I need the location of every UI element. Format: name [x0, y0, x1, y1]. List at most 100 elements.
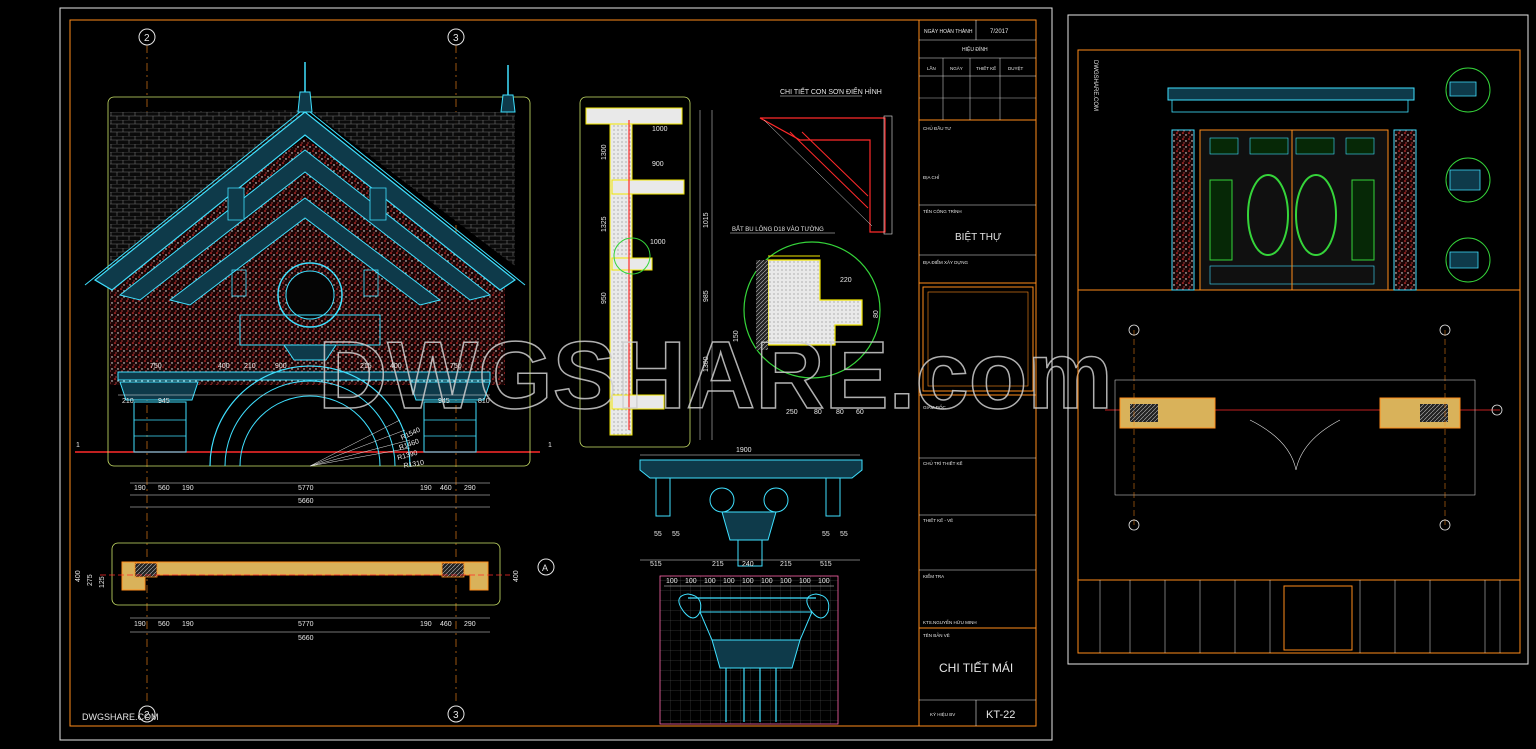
plan-dim-mid: 5770 [298, 621, 314, 628]
grid-label-2-top: 2 [144, 33, 150, 44]
capital-part-1: 515 [650, 561, 662, 568]
section-width-2: 900 [652, 161, 664, 168]
cornice-plan: A 190 560 190 190 460 290 5770 5660 400 … [75, 542, 555, 642]
dim-total: 5660 [298, 498, 314, 505]
grid-label-2-bottom: 2 [144, 710, 150, 721]
plan-dim-1: 190 [134, 621, 146, 628]
owner-label: CHỦ ĐẦU TƯ [923, 125, 951, 131]
ionic-grid-label: 100 [780, 578, 792, 585]
ionic-grid-label: 100 [799, 578, 811, 585]
checker-label: KIỂM TRA [923, 573, 944, 579]
dim-bottom-1: 190 [134, 485, 146, 492]
section-height-6: 1300 [703, 356, 710, 372]
revision-col-1: LẦN [927, 65, 936, 71]
ionic-grid-label: 100 [685, 578, 697, 585]
detail-dim-4: 80 [836, 409, 844, 416]
section-height-2: 1325 [601, 216, 608, 232]
dim-row-a-3: 210 [244, 363, 256, 370]
grid-bubble-3-top [447, 28, 465, 46]
dim-row-a-2: 400 [218, 363, 230, 370]
plan-dim-6: 290 [464, 621, 476, 628]
corbel-title: CHI TIẾT CON SƠN ĐIỂN HÌNH [780, 86, 882, 96]
sheet-label: KÝ HIỆU BV [930, 710, 955, 717]
dim-bottom-3: 190 [182, 485, 194, 492]
right-sheet: DWGSHARE.COM [1067, 14, 1529, 665]
capital-part-3: 240 [742, 561, 754, 568]
elevation-dimensions: 190 560 190 190 460 290 5770 5660 [130, 482, 490, 508]
section-height-5: 985 [703, 290, 710, 302]
plan-dim-total: 5660 [298, 635, 314, 642]
project-label: TÊN CÔNG TRÌNH [923, 207, 962, 214]
detail-dim-7: 150 [733, 330, 740, 342]
revision-header: HIỆU ĐÍNH [962, 45, 988, 53]
capital-sub-1: 55 [654, 531, 662, 538]
dim-top-2: 945 [158, 398, 170, 405]
axis-marker-right: 1 [548, 442, 552, 449]
detail-dim-5: 60 [856, 409, 864, 416]
detail-dim-1: 220 [840, 277, 852, 284]
watermark-main: DWGSHARE.com [318, 322, 1113, 429]
title-block: NGÀY HOÀN THÀNH 7/2017 HIỆU ĐÍNH LẦN NGÀ… [918, 19, 1037, 727]
dim-bottom-6: 290 [464, 485, 476, 492]
date-label: NGÀY HOÀN THÀNH [924, 28, 973, 35]
plan-height-3: 125 [99, 576, 106, 588]
dim-bottom-5: 460 [440, 485, 452, 492]
ionic-grid-label: 100 [723, 578, 735, 585]
dim-top-1: 210 [122, 398, 134, 405]
capital-part-2: 215 [712, 561, 724, 568]
detail-dim-6: 80 [873, 310, 880, 318]
project-name: BIỆT THỰ [955, 230, 1002, 243]
section-marker-a-label: A [542, 563, 548, 573]
dim-row-a-6: 400 [390, 363, 402, 370]
grid-label-3-bottom: 3 [453, 710, 459, 721]
architect-label: KTS.NGUYỄN HỮU MINH [923, 619, 977, 625]
ionic-grid-label: 100 [666, 578, 678, 585]
dim-mid: 5770 [298, 485, 314, 492]
dim-bottom-2: 560 [158, 485, 170, 492]
round-detail: 220 250 80 80 60 80 150 [733, 241, 881, 416]
section-height-4: 950 [601, 292, 608, 304]
plan-dim-5: 460 [440, 621, 452, 628]
grid-bubble-2-top [138, 28, 156, 46]
capital-part-4: 215 [780, 561, 792, 568]
address-label: ĐỊA CHỈ [923, 174, 940, 180]
sheet-outer-frame [59, 7, 1053, 741]
plan-dim-3: 190 [182, 621, 194, 628]
section-height-1: 1300 [601, 144, 608, 160]
radius-label-4: R1310 [403, 459, 425, 469]
ionic-grid-label: 100 [761, 578, 773, 585]
revision-col-3: THIẾT KẾ [976, 65, 996, 71]
corbel-detail: CHI TIẾT CON SƠN ĐIỂN HÌNH BẮT BU LÔNG D… [730, 86, 893, 235]
dim-row-a-1: 750 [150, 363, 162, 370]
detail-dim-2: 250 [786, 409, 798, 416]
drafter-label: THIẾT KẾ - VẼ [923, 517, 953, 523]
sheet-number: KT-22 [986, 709, 1015, 721]
date-value: 7/2017 [990, 29, 1009, 35]
plan-dim-2: 560 [158, 621, 170, 628]
revision-col-4: DUYỆT [1008, 64, 1024, 71]
capital-total: 1900 [736, 447, 752, 454]
ionic-grid-label: 100 [742, 578, 754, 585]
dim-top-3: 945 [438, 398, 450, 405]
drawing-name-label: TÊN BẢN VẼ [923, 631, 950, 638]
side-watermark: DWGSHARE.COM [1092, 60, 1098, 111]
grid-bubble-2-bottom [138, 705, 156, 723]
dim-row-a-4: 900 [275, 363, 287, 370]
grid-label-3-top: 3 [453, 33, 459, 44]
capital-part-5: 515 [820, 561, 832, 568]
dim-row-a-7: 750 [450, 363, 462, 370]
axis-marker-left: 1 [76, 442, 80, 449]
plan-dim-4: 190 [420, 621, 432, 628]
plan-height-1: 400 [75, 570, 82, 582]
section-width-3: 1000 [650, 239, 666, 246]
wall-section: 1000 900 1000 1300 1325 1015 950 985 130… [579, 96, 713, 448]
logo-box [922, 286, 1034, 392]
ionic-grid-label: 100 [704, 578, 716, 585]
capital-sub-2: 55 [672, 531, 680, 538]
location-label: ĐỊA ĐIỂM XÂY DỰNG [923, 259, 969, 265]
plan-height-2: 275 [87, 574, 94, 586]
director-label: GIÁM ĐỐC [923, 404, 947, 410]
grid-bubble-3-bottom [447, 705, 465, 723]
dim-top-4: 810 [478, 398, 490, 405]
